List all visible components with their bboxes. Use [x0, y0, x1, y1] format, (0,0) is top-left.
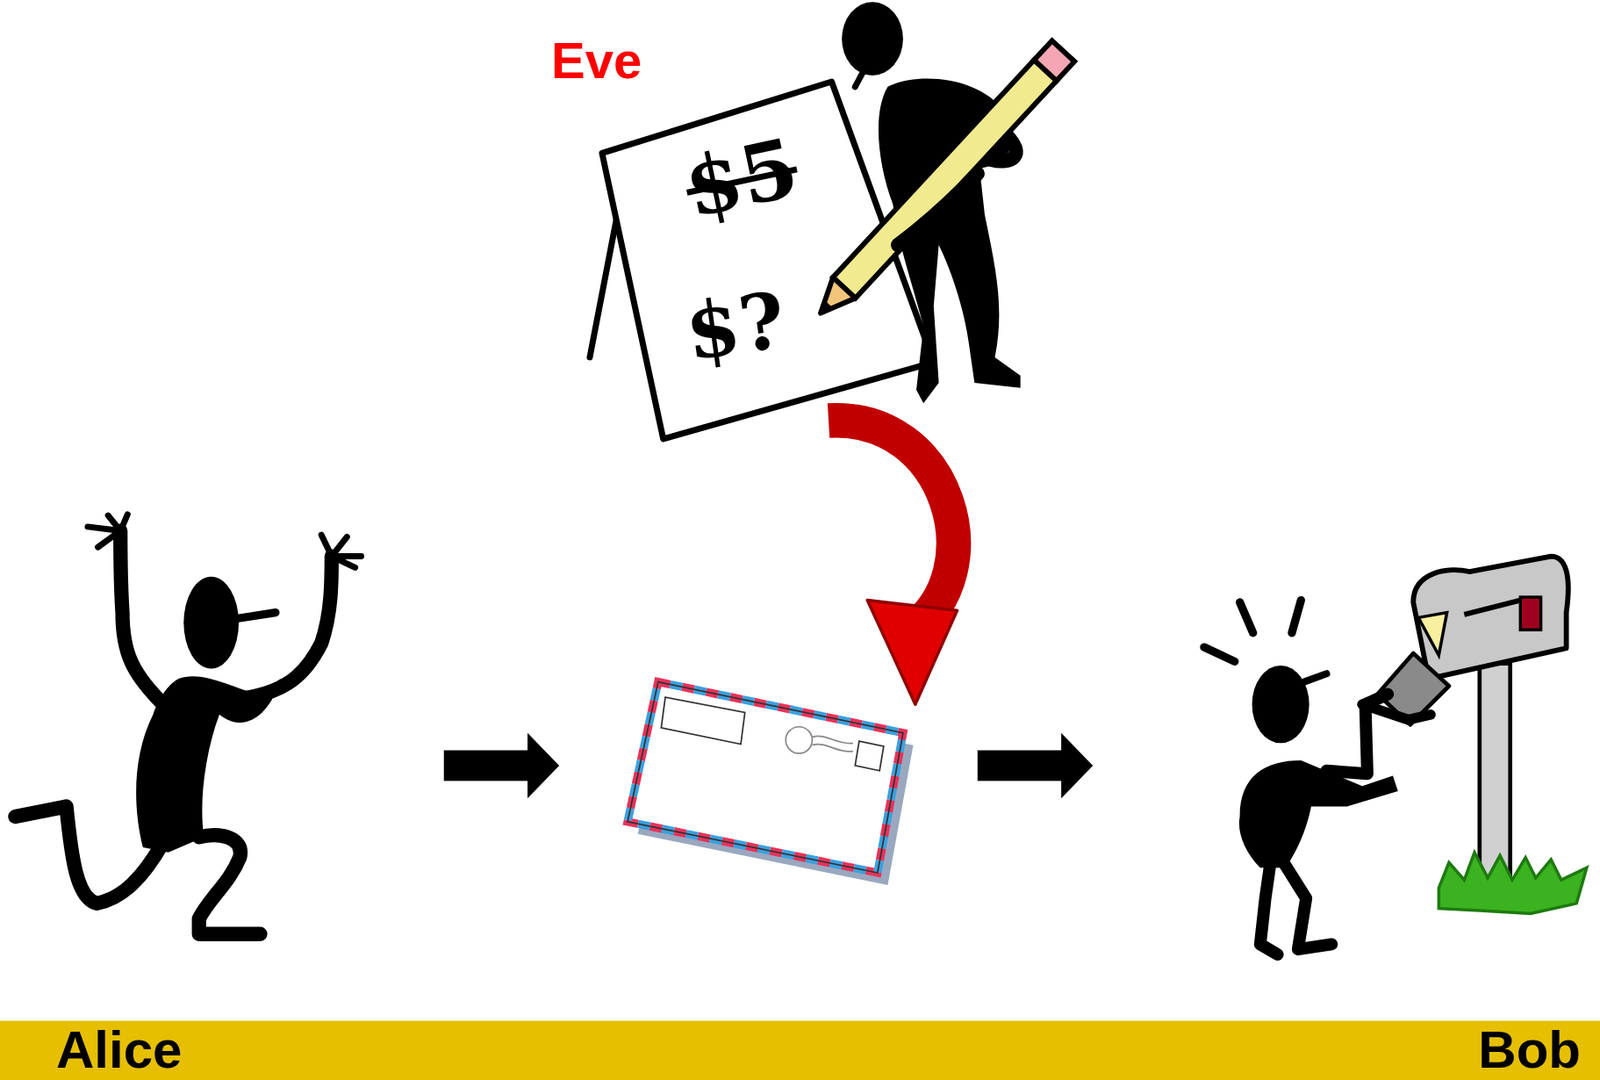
amount-text: $? — [681, 280, 790, 372]
bob-figure-part — [1260, 861, 1278, 955]
mailbox-part — [1413, 556, 1569, 680]
mailbox-part — [1438, 852, 1587, 914]
bob-figure-part — [1204, 600, 1301, 662]
bob-figure-part — [1284, 861, 1333, 949]
alice-figure-part — [236, 612, 276, 619]
mailbox — [1377, 556, 1587, 914]
alice-figure-part — [321, 534, 361, 567]
envelope-part — [785, 726, 812, 754]
mailbox-part — [1479, 663, 1511, 889]
envelope-part — [627, 681, 904, 873]
alice-figure-part — [120, 530, 164, 705]
eve-figure-part — [841, 1, 904, 76]
bob-figure-part — [1304, 673, 1328, 682]
flow-arrow-part — [977, 749, 1064, 781]
bob-figure-part — [1252, 665, 1310, 743]
pencil — [808, 40, 1076, 325]
mailbox-part — [1463, 600, 1521, 615]
bob-figure-part — [1239, 760, 1399, 868]
pencil-part — [815, 300, 833, 318]
alice-figure — [14, 514, 361, 934]
flow-arrow-part — [1061, 732, 1093, 798]
alice-figure-part — [234, 556, 331, 700]
bob-figure — [1204, 600, 1431, 955]
tamper-arrow-part — [867, 600, 957, 705]
flow-arrow — [444, 732, 560, 798]
amount-text: $5 — [677, 126, 804, 230]
envelope — [627, 681, 914, 885]
attacker-name: Eve — [551, 35, 642, 87]
flow-arrow-part — [444, 749, 531, 781]
mailbox-part — [1418, 612, 1448, 656]
envelope-part — [627, 681, 904, 873]
eve-arm — [897, 173, 978, 245]
pencil-part — [832, 59, 1057, 298]
alice-figure-part — [14, 805, 164, 903]
tamper-arrow — [828, 420, 957, 704]
easel-paper-part — [589, 214, 618, 358]
sender-name: Alice — [56, 1023, 182, 1077]
envelope-part — [854, 740, 884, 771]
envelope-part — [660, 696, 745, 744]
alice-figure-part — [199, 834, 261, 934]
flow-arrow-part — [527, 732, 560, 798]
envelope-part — [811, 735, 854, 751]
envelope-part — [627, 681, 904, 873]
alice-figure-part — [183, 576, 239, 669]
eve-figure-part — [854, 73, 862, 87]
mailbox-part — [1520, 596, 1541, 630]
tamper-arrow-part — [828, 420, 954, 632]
receiver-name: Bob — [1478, 1023, 1581, 1077]
envelope-part — [627, 681, 904, 873]
bob-figure-part — [1362, 703, 1431, 719]
pencil-part — [809, 277, 855, 324]
ground-band — [0, 1020, 1600, 1080]
alice-figure-part — [87, 514, 128, 547]
flow-arrow — [977, 732, 1093, 798]
